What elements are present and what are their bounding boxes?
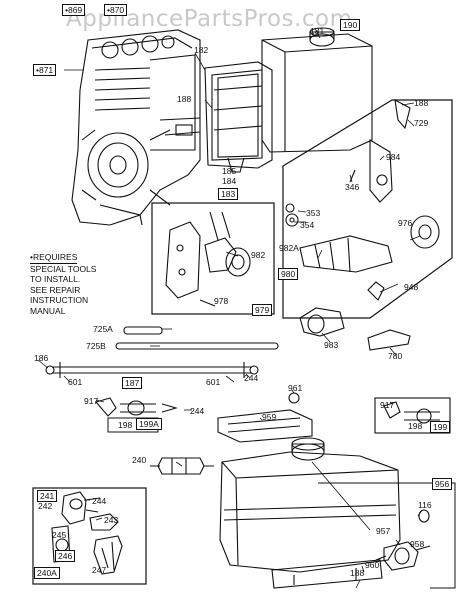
part-label-247[interactable]: 247	[92, 565, 107, 575]
part-label-353[interactable]: 353	[306, 208, 321, 218]
part-label-958[interactable]: 958	[410, 539, 425, 549]
note-line-6: MANUAL	[30, 305, 66, 316]
part-label-244-box[interactable]: 244	[92, 496, 107, 506]
part-label-346[interactable]: 346	[345, 182, 360, 192]
part-label-948[interactable]: 948	[404, 282, 419, 292]
engine-block-drawing	[71, 29, 201, 226]
part-label-241[interactable]: 241	[37, 490, 58, 502]
part-label-242[interactable]: 242	[38, 501, 53, 511]
part-label-729[interactable]: 729	[414, 118, 429, 128]
part-label-869[interactable]: •869	[62, 4, 86, 16]
note-line-1: •REQUIRES	[30, 252, 78, 264]
fuel-line-drawing	[45, 362, 259, 378]
part-label-185[interactable]: 185	[222, 166, 237, 176]
fuel-tank-top-drawing	[261, 27, 373, 153]
part-label-354[interactable]: 354	[300, 220, 315, 230]
part-label-198-left[interactable]: 198	[118, 420, 133, 430]
part-label-186[interactable]: 186	[34, 353, 49, 363]
part-label-188-bottom[interactable]: 188	[350, 568, 365, 578]
part-label-182[interactable]: 182	[194, 45, 209, 55]
part-label-601-right[interactable]: 601	[206, 377, 221, 387]
part-label-959[interactable]: 959	[262, 412, 277, 422]
note-line-2: SPECIAL TOOLS	[30, 263, 97, 274]
part-label-116[interactable]: 116	[418, 500, 432, 510]
part-label-978[interactable]: 978	[214, 296, 229, 306]
part-label-245[interactable]: 245	[52, 530, 67, 540]
note-line-3: TO INSTALL.	[30, 274, 81, 284]
leader-lines	[37, 29, 423, 589]
part-label-240A[interactable]: 240A	[34, 567, 60, 579]
carburetor-right-drawing	[285, 99, 440, 273]
fuel-valve-drawing	[375, 541, 431, 571]
air-filter-drawing	[204, 61, 273, 173]
part-label-725A[interactable]: 725A	[93, 324, 113, 334]
part-label-243[interactable]: 243	[104, 515, 119, 525]
part-label-976[interactable]: 976	[398, 218, 413, 228]
part-label-181[interactable]: 181	[310, 26, 325, 36]
part-label-979[interactable]: 979	[252, 304, 273, 316]
part-label-240[interactable]: 240	[132, 455, 147, 465]
part-label-184[interactable]: 184	[222, 176, 237, 186]
part-label-244-top[interactable]: 244	[244, 373, 259, 383]
part-label-917-right[interactable]: 917	[380, 400, 395, 410]
part-label-961[interactable]: 961	[288, 383, 303, 393]
part-label-601-left[interactable]: 601	[68, 377, 83, 387]
part-label-982A[interactable]: 982A	[279, 243, 299, 253]
part-label-982[interactable]: 982	[251, 250, 266, 260]
part-label-780[interactable]: 780	[388, 351, 403, 361]
part-label-187[interactable]: 187	[122, 377, 143, 389]
carburetor-inset-drawing	[165, 211, 251, 307]
part-label-183[interactable]: 183	[218, 188, 239, 200]
pump-kit-drawing	[51, 491, 123, 575]
part-label-198-right[interactable]: 198	[408, 421, 423, 431]
note-line-4: SEE REPAIR	[30, 284, 81, 295]
fuel-shutoff-drawing	[299, 281, 411, 351]
part-label-188-top[interactable]: 188	[177, 94, 192, 104]
part-label-980[interactable]: 980	[278, 268, 299, 280]
part-label-960[interactable]: 960	[365, 560, 380, 570]
part-label-917-left[interactable]: 917	[84, 396, 99, 406]
clamp-cluster-right-drawing	[383, 401, 440, 424]
part-label-957[interactable]: 957	[376, 526, 391, 536]
part-label-190[interactable]: 190	[340, 19, 361, 31]
special-tools-note: •REQUIRES SPECIAL TOOLS TO INSTALL. SEE …	[30, 252, 96, 316]
part-label-983[interactable]: 983	[324, 340, 339, 350]
note-line-5: INSTRUCTION	[30, 295, 89, 305]
part-label-188-right[interactable]: 188	[414, 98, 429, 108]
part-label-244-mid[interactable]: 244	[190, 406, 205, 416]
fuel-filter-drawing	[150, 457, 214, 475]
part-label-984[interactable]: 984	[386, 152, 401, 162]
part-label-199[interactable]: 199	[430, 421, 451, 433]
part-label-246[interactable]: 246	[55, 550, 76, 562]
fuel-tank-bottom-drawing	[219, 437, 401, 589]
part-label-956[interactable]: 956	[432, 478, 453, 490]
part-label-199A[interactable]: 199A	[136, 418, 162, 430]
part-label-870[interactable]: •870	[104, 4, 128, 16]
part-label-725B[interactable]: 725B	[86, 341, 106, 351]
part-label-871[interactable]: •871	[33, 64, 57, 76]
